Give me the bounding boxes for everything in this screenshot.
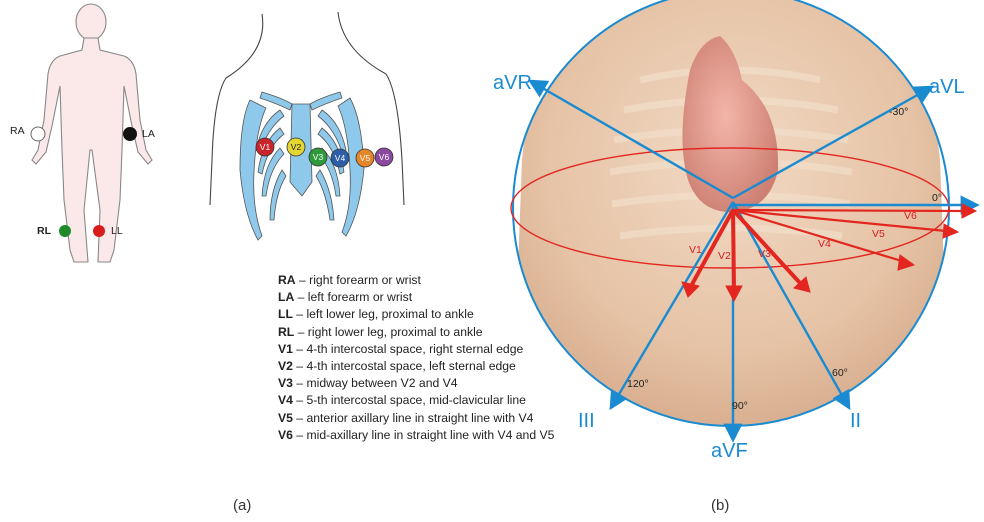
label-ra: RA: [10, 125, 25, 137]
legend-key: V3: [278, 376, 293, 390]
v4-chip-label: V4: [335, 153, 346, 163]
legend-key: RL: [278, 325, 294, 339]
angle-120: 120°: [627, 378, 649, 390]
angle-90: 90°: [732, 400, 748, 412]
v6-arrow: [733, 210, 964, 211]
v5-chip-label: V5: [360, 153, 371, 163]
electrode-la: [123, 127, 137, 141]
legend-row: LA – left forearm or wrist: [278, 289, 554, 306]
electrode-ll: [93, 225, 105, 237]
v6-chip-label: V6: [379, 152, 390, 162]
label-v6: V6: [904, 210, 917, 222]
legend-text: – 4-th intercostal space, right sternal …: [293, 342, 523, 356]
legend-key: LA: [278, 290, 294, 304]
legend-row: V1 – 4-th intercostal space, right stern…: [278, 341, 554, 358]
v1-chip-label: V1: [260, 142, 271, 152]
legend-row: V3 – midway between V2 and V4: [278, 375, 554, 392]
v2-arrow: [733, 210, 734, 290]
legend-key: V6: [278, 428, 293, 442]
legend-key: V4: [278, 393, 293, 407]
legend-text: – left forearm or wrist: [294, 290, 412, 304]
legend-text: – right forearm or wrist: [296, 273, 421, 287]
label-ii: II: [850, 410, 861, 433]
legend-row: V4 – 5-th intercostal space, mid-clavicu…: [278, 392, 554, 409]
label-avf: aVF: [711, 440, 748, 463]
legend-key: V5: [278, 411, 293, 425]
electrode-ra: [31, 127, 45, 141]
legend-text: – 5-th intercostal space, mid-clavicular…: [293, 393, 526, 407]
caption-b: (b): [711, 497, 729, 514]
label-iii: III: [578, 410, 595, 433]
label-v1: V1: [689, 244, 702, 256]
legend-row: RL – right lower leg, proximal to ankle: [278, 324, 554, 341]
legend-row: V5 – anterior axillary line in straight …: [278, 410, 554, 427]
label-ll: LL: [111, 225, 123, 237]
electrode-rl: [59, 225, 71, 237]
legend-key: LL: [278, 307, 293, 321]
legend-key: V2: [278, 359, 293, 373]
legend-text: – mid-axillary line in straight line wit…: [293, 428, 554, 442]
angle-minus30: -30°: [889, 106, 908, 118]
caption-a: (a): [233, 497, 251, 514]
legend-text: – right lower leg, proximal to ankle: [294, 325, 482, 339]
label-avr: aVR: [493, 72, 532, 95]
angle-0: 0°: [932, 192, 942, 204]
v3-chip-label: V3: [313, 152, 324, 162]
legend-row: V6 – mid-axillary line in straight line …: [278, 427, 554, 444]
legend-key: V1: [278, 342, 293, 356]
legend-text: – anterior axillary line in straight lin…: [293, 411, 533, 425]
legend-row: V2 – 4-th intercostal space, left sterna…: [278, 358, 554, 375]
angle-60: 60°: [832, 367, 848, 379]
label-v3: V3: [758, 248, 771, 260]
label-la: LA: [142, 128, 155, 140]
label-avl: aVL: [929, 76, 965, 99]
label-v2: V2: [718, 250, 731, 262]
rib-cage: [240, 92, 364, 240]
label-rl: RL: [37, 225, 51, 237]
label-v5: V5: [872, 228, 885, 240]
legend-row: LL – left lower leg, proximal to ankle: [278, 306, 554, 323]
legend-key: RA: [278, 273, 296, 287]
label-v4: V4: [818, 238, 831, 250]
v2-chip-label: V2: [291, 142, 302, 152]
legend-text: – left lower leg, proximal to ankle: [293, 307, 474, 321]
legend-text: – midway between V2 and V4: [293, 376, 458, 390]
legend-row: RA – right forearm or wrist: [278, 272, 554, 289]
legend-text: – 4-th intercostal space, left sternal e…: [293, 359, 516, 373]
